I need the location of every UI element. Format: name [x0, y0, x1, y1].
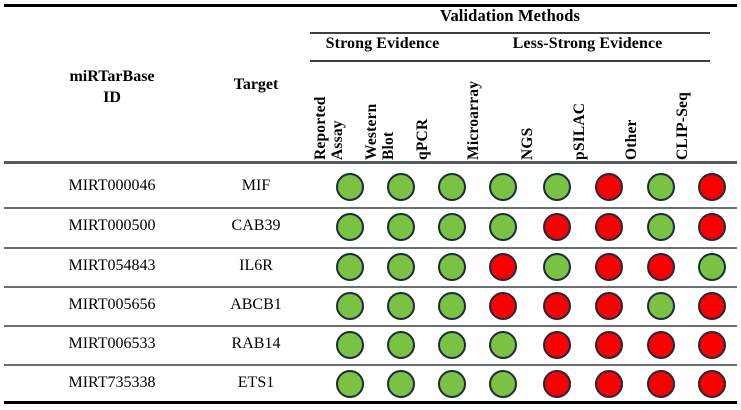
validation-dot-green	[647, 213, 675, 241]
group-header-strong-evidence: Strong Evidence	[325, 35, 440, 52]
row-separator	[4, 207, 737, 209]
validation-dot-red	[595, 331, 623, 359]
validation-dot-red	[647, 370, 675, 398]
column-header-mirtarbase-id-line1: miRTarBase	[69, 68, 155, 85]
validation-dot-red	[595, 173, 623, 201]
cell-target: RAB14	[231, 335, 281, 352]
validation-dot-green	[387, 213, 415, 241]
method-header-line1: NGS	[519, 127, 536, 160]
validation-dot-green	[387, 292, 415, 320]
validation-dot-green	[438, 331, 466, 359]
validation-dot-green	[387, 253, 415, 281]
validation-dot-green	[438, 370, 466, 398]
validation-dot-green	[647, 173, 675, 201]
validation-dot-green	[438, 292, 466, 320]
validation-dot-green	[387, 173, 415, 201]
group-header-less-strong-evidence: Less-Strong Evidence	[512, 35, 663, 52]
validation-dot-green	[387, 331, 415, 359]
validation-dot-red	[647, 331, 675, 359]
validation-dot-red	[698, 173, 726, 201]
validation-dot-green	[336, 370, 364, 398]
validation-dot-green	[698, 253, 726, 281]
cell-mirtarbase-id: MIRT735338	[68, 374, 156, 391]
evidence-groups-underline	[310, 60, 710, 62]
validation-dot-red	[489, 253, 517, 281]
validation-dot-green	[489, 173, 517, 201]
cell-mirtarbase-id: MIRT000500	[68, 217, 156, 234]
validation-dot-red	[698, 331, 726, 359]
validation-dot-red	[489, 292, 517, 320]
row-separator	[4, 286, 737, 288]
method-header-line1: qPCR	[414, 118, 431, 160]
validation-dot-green	[543, 173, 571, 201]
validation-dot-green	[438, 213, 466, 241]
table-top-border	[4, 4, 737, 7]
validation-dot-red	[698, 292, 726, 320]
validation-dot-red	[698, 213, 726, 241]
cell-target: MIF	[241, 177, 271, 194]
validation-dot-green	[438, 253, 466, 281]
method-header-line2: Assay	[329, 120, 346, 160]
validation-dot-green	[336, 213, 364, 241]
method-header-line1: Other	[623, 119, 640, 160]
validation-dot-green	[543, 253, 571, 281]
cell-mirtarbase-id: MIRT006533	[68, 335, 156, 352]
validation-dot-red	[595, 213, 623, 241]
super-header-validation-methods: Validation Methods	[439, 6, 581, 25]
row-separator	[4, 247, 737, 249]
method-header-line1: CLIP-Seq	[674, 92, 691, 160]
column-header-mirtarbase-id: miRTarBase ID	[8, 66, 216, 108]
validation-dot-red	[595, 292, 623, 320]
validation-dot-red	[698, 370, 726, 398]
validation-dot-green	[489, 213, 517, 241]
validation-dot-green	[438, 173, 466, 201]
method-header-line1: Reported	[312, 96, 329, 160]
validation-dot-red	[595, 370, 623, 398]
cell-mirtarbase-id: MIRT005656	[68, 296, 156, 313]
validation-dot-red	[595, 253, 623, 281]
header-body-separator	[4, 161, 737, 164]
cell-mirtarbase-id: MIRT000046	[68, 177, 156, 194]
validation-dot-red	[543, 213, 571, 241]
validation-methods-underline	[310, 32, 710, 34]
row-separator	[4, 364, 737, 366]
validation-dot-red	[543, 370, 571, 398]
column-header-mirtarbase-id-line2: ID	[103, 89, 121, 106]
validation-dot-red	[543, 292, 571, 320]
validation-dot-red	[647, 253, 675, 281]
table-bottom-border	[4, 401, 737, 404]
cell-mirtarbase-id: MIRT054843	[68, 257, 156, 274]
method-header-line1: Microarray	[465, 80, 482, 160]
validation-dot-green	[336, 292, 364, 320]
cell-target: ABCB1	[230, 296, 282, 313]
validation-dot-green	[489, 370, 517, 398]
validation-dot-green	[647, 292, 675, 320]
validation-dot-red	[543, 331, 571, 359]
validation-dot-green	[489, 331, 517, 359]
column-header-target: Target	[233, 76, 279, 93]
method-header-line1: Western	[363, 103, 380, 161]
method-column-header-clip-seq: CLIP-Seq	[674, 62, 741, 160]
cell-target: IL6R	[239, 257, 273, 274]
row-separator	[4, 325, 737, 327]
method-header-line1: pSILAC	[571, 102, 588, 160]
validation-dot-green	[336, 173, 364, 201]
cell-target: CAB39	[231, 217, 281, 234]
cell-target: ETS1	[237, 374, 275, 391]
validation-dot-green	[387, 370, 415, 398]
method-header-line2: Blot	[380, 131, 397, 160]
validation-dot-green	[336, 253, 364, 281]
validation-dot-green	[336, 331, 364, 359]
